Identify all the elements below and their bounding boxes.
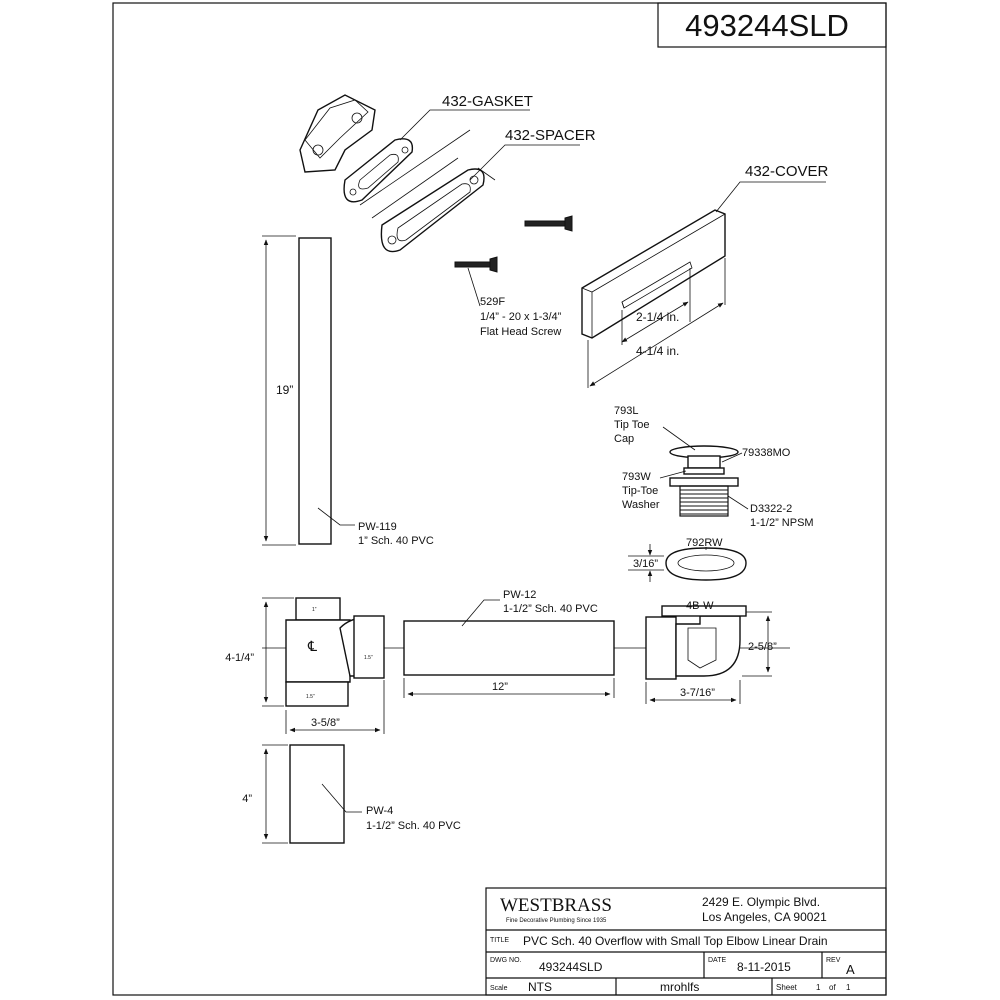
pipe-pw119-code: PW-119	[358, 521, 397, 533]
dwg-label: DWG NO.	[490, 957, 522, 964]
gasket-callout: 432-GASKET	[399, 93, 533, 141]
tip-toe-washer	[683, 467, 725, 475]
cover-label: 432-COVER	[745, 163, 829, 180]
elbow-height-text: 2-5/8”	[748, 641, 777, 653]
pipe-pw4	[289, 744, 345, 844]
ring-thickness-text: 3/16”	[633, 558, 658, 570]
title-label: TITLE	[490, 937, 509, 944]
sheet-of: of	[829, 983, 836, 992]
screw-lower	[454, 256, 498, 273]
scale-label: Scale	[490, 985, 508, 992]
sheet-border	[112, 2, 887, 996]
spacer-part	[359, 129, 496, 253]
tee-width-dim: 3-5/8”	[285, 680, 385, 734]
pipe-pw12-length: 12”	[492, 681, 508, 693]
ring-callout: 792RW	[686, 537, 723, 550]
rubber-ring	[665, 547, 747, 581]
elbow-height-dim: 2-5/8”	[742, 611, 777, 677]
cap-callout: 793L Tip Toe Cap	[614, 405, 696, 451]
tee-width-text: 3-5/8”	[311, 717, 340, 729]
pipe-pw12-dim: 12”	[403, 678, 615, 698]
sheet-number: 1	[816, 983, 821, 992]
sheet-total: 1	[846, 983, 851, 992]
cap-code: 793L	[614, 405, 638, 417]
cover-dim-outer: 4-1/4 in.	[587, 258, 726, 388]
screw-upper	[524, 215, 573, 232]
pipe-pw12-callout: PW-12 1-1/2” Sch. 40 PVC	[461, 589, 598, 627]
mo-callout: 79338MO	[721, 447, 791, 463]
scale-value: NTS	[528, 980, 552, 994]
screw-code: 529F	[480, 296, 505, 308]
tee-centerline-mark: ℄	[307, 638, 317, 654]
drain-thread	[679, 485, 729, 517]
rev-label: REV	[826, 957, 841, 964]
cover-callout: 432-COVER	[715, 163, 829, 213]
drain-flange	[669, 477, 739, 487]
spacer-callout: 432-SPACER	[469, 127, 596, 181]
brand-name: WESTBRASS	[500, 895, 612, 916]
elbow-code: 4B-W	[686, 600, 714, 612]
cap-line2: Cap	[614, 433, 634, 445]
cap-line1: Tip Toe	[614, 419, 649, 431]
date-label: DATE	[708, 957, 726, 964]
tee-fitting: 1” 1.5” 1.5” ℄	[285, 597, 385, 707]
pipe-pw4-code: PW-4	[366, 805, 393, 817]
elbow-width-text: 3-7/16”	[680, 687, 715, 699]
cover-dim-outer-text: 4-1/4 in.	[636, 344, 679, 358]
elbow-fitting	[645, 605, 747, 680]
pipe-pw12-code: PW-12	[503, 589, 536, 601]
date-value: 8-11-2015	[737, 960, 791, 974]
pipe-pw119-callout: PW-119 1” Sch. 40 PVC	[317, 507, 434, 547]
gasket-part	[299, 94, 414, 203]
drawn-by: mrohlfs	[660, 980, 699, 994]
tee-height-text: 4-1/4”	[225, 652, 254, 664]
gasket-label: 432-GASKET	[442, 93, 533, 110]
tee-bottom-label: 1.5”	[306, 694, 315, 700]
thread-desc: 1-1/2” NPSM	[750, 517, 814, 529]
dwg-number: 493244SLD	[539, 960, 603, 974]
sheet-label: Sheet	[776, 983, 798, 992]
tee-top-label: 1”	[312, 607, 317, 613]
elbow-callout: 4B-W	[686, 600, 714, 612]
washer-callout: 793W Tip-Toe Washer	[622, 470, 687, 511]
thread-callout: D3322-2 1-1/2” NPSM	[727, 495, 814, 529]
tee-height-dim: 4-1/4”	[225, 597, 294, 707]
pipe-pw12-desc: 1-1/2” Sch. 40 PVC	[503, 603, 598, 615]
pipe-pw4-dim: 4”	[242, 744, 288, 844]
elbow-width-dim: 3-7/16”	[645, 680, 741, 704]
drawing-number-text: 493244SLD	[685, 8, 849, 43]
washer-code: 793W	[622, 471, 651, 483]
pipe-pw119-desc: 1” Sch. 40 PVC	[358, 535, 434, 547]
address-line-2: Los Angeles, CA 90021	[702, 910, 827, 924]
cover-dim-inner-text: 2-1/4 in.	[636, 310, 679, 324]
screw-callout: 529F 1/4” - 20 x 1-3/4” Flat Head Screw	[467, 267, 562, 338]
brand-tagline: Fine Decorative Plumbing Since 1935	[506, 918, 607, 924]
address-line-1: 2429 E. Olympic Blvd.	[702, 895, 820, 909]
tee-side-label: 1.5”	[364, 655, 373, 661]
pipe-pw119-dim: 19”	[262, 235, 296, 546]
mo-code: 79338MO	[742, 447, 791, 459]
screw-size: 1/4” - 20 x 1-3/4”	[480, 311, 562, 323]
tip-toe-cap	[669, 445, 739, 469]
ring-thickness-dim: 3/16”	[628, 544, 664, 582]
pipe-pw4-length: 4”	[242, 793, 252, 805]
pipe-pw119-length: 19”	[276, 383, 293, 397]
drawing-title: PVC Sch. 40 Overflow with Small Top Elbo…	[523, 934, 828, 948]
title-block: WESTBRASS Fine Decorative Plumbing Since…	[485, 887, 887, 996]
pipe-pw4-callout: PW-4 1-1/2” Sch. 40 PVC	[321, 783, 461, 832]
thread-code: D3322-2	[750, 503, 792, 515]
washer-line1: Tip-Toe	[622, 485, 658, 497]
pipe-pw119	[298, 237, 332, 545]
pipe-pw12	[403, 620, 615, 676]
drawing-number-box: 493244SLD	[657, 2, 887, 48]
rev-value: A	[846, 962, 855, 977]
screw-desc: Flat Head Screw	[480, 326, 561, 338]
washer-line2: Washer	[622, 499, 660, 511]
pipe-pw4-desc: 1-1/2” Sch. 40 PVC	[366, 820, 461, 832]
ring-code: 792RW	[686, 537, 723, 549]
spacer-label: 432-SPACER	[505, 127, 596, 144]
